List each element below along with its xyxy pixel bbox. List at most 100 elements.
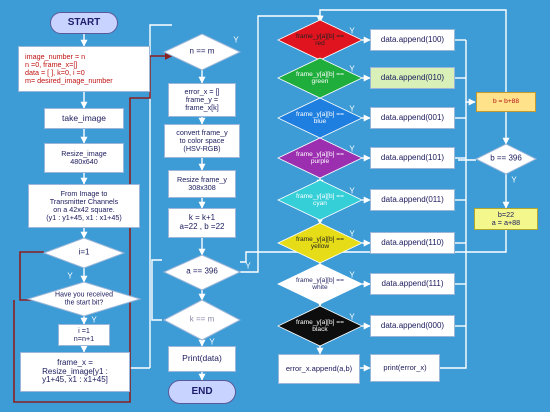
yes-label-color: Y xyxy=(349,229,355,239)
condition-color: red xyxy=(315,40,325,47)
convert-line-3: (HSV-RGB) xyxy=(183,144,221,154)
edge-feedback xyxy=(13,52,173,403)
condition-color: blue xyxy=(313,118,327,125)
append-block-black: data.append(000) xyxy=(370,315,455,337)
resize-line-2: 480x640 xyxy=(70,157,98,166)
append-block-white: data.append(111) xyxy=(370,273,455,295)
end-terminal: END xyxy=(168,380,236,404)
b-reset-line-1: b=22 xyxy=(497,209,515,219)
edge-loop-top xyxy=(316,9,507,92)
condition-expr: frame_y[a][b] == xyxy=(295,235,345,243)
diamond-color-cyan xyxy=(277,179,363,221)
diamond-color-yellow xyxy=(277,222,363,264)
print-data-block: Print(data) xyxy=(168,346,236,372)
a-eq-label: a == 396 xyxy=(186,266,218,276)
yes-label-color: Y xyxy=(349,64,355,74)
from-line-3: on a 42x42 square. xyxy=(53,205,115,214)
from-image-block: From Image to Transmitter Channels on a … xyxy=(28,184,140,228)
b-inc-block: b = b+88 xyxy=(476,92,536,112)
diamond-color-black xyxy=(277,305,363,347)
b-reset-block: b=22 a = a+88 xyxy=(474,208,538,230)
append-label: data.append(001) xyxy=(380,112,445,122)
yes-label-beq: Y xyxy=(511,175,517,185)
init-block: image_number = n n =0, frame_x=[] data =… xyxy=(18,46,150,92)
diamond-b-eq-396 xyxy=(474,143,538,175)
yes-label-color: Y xyxy=(349,144,355,154)
append-block-yellow: data.append(110) xyxy=(370,232,455,254)
error-line-1: error_x = [] xyxy=(184,86,220,96)
error-append-block: error_x.append(a,b) xyxy=(278,354,360,384)
yes-label-i: Y xyxy=(67,271,73,281)
print-error-block: print(error_x) xyxy=(370,354,440,382)
print-error-label: print(error_x) xyxy=(383,362,427,372)
yes-label-nm: Y xyxy=(233,35,239,45)
i-assign-line-1: i =1 xyxy=(78,325,90,335)
condition-expr: frame_y[a][b] == xyxy=(295,32,345,40)
resize2-block: Resize frame_y 308x308 xyxy=(168,170,236,198)
condition-expr: frame_y[a][b] == xyxy=(295,110,345,118)
from-line-4: (y1 : y1+45, x1 : x1+45) xyxy=(46,213,122,223)
start-terminal: START xyxy=(50,12,118,34)
append-block-red: data.append(100) xyxy=(370,29,455,51)
from-line-1: From Image to xyxy=(60,188,108,198)
condition-expr: frame_y[a][b] == xyxy=(295,318,345,326)
diamond-k-eq-m xyxy=(162,299,242,341)
color-condition-blue: frame_y[a][b] ==blue xyxy=(296,111,344,126)
edge-breset-aeq xyxy=(240,230,507,263)
diamond-color-white xyxy=(277,263,363,305)
yes-label-aeq: Y xyxy=(245,261,251,271)
init-line-1: image_number = n xyxy=(25,51,86,61)
k-inc-line-2: a=22 , b =22 xyxy=(179,222,225,231)
color-condition-green: frame_y[a][b] ==green xyxy=(296,71,344,86)
b-eq-label: b == 396 xyxy=(490,153,522,163)
error-append-label: error_x.append(a,b) xyxy=(285,363,353,373)
yes-label-color: Y xyxy=(349,270,355,280)
condition-color: purple xyxy=(310,158,330,165)
k-eq-m-label: k == m xyxy=(189,314,215,324)
diamond-color-purple xyxy=(277,137,363,179)
resize2-line-2: 308x308 xyxy=(188,183,216,192)
diamond-i-eq-1 xyxy=(42,237,126,269)
diamond-a-eq-396 xyxy=(162,254,242,291)
k-inc-block: k = k+1 a=22 , b =22 xyxy=(168,208,236,238)
color-condition-white: frame_y[a][b] ==white xyxy=(296,277,344,292)
convert-line-2: to color space xyxy=(179,135,225,145)
append-label: data.append(101) xyxy=(380,152,445,162)
start-label: START xyxy=(67,17,101,29)
color-condition-cyan: frame_y[a][b] ==cyan xyxy=(296,193,344,208)
condition-expr: frame_y[a][b] == xyxy=(295,276,345,284)
frame-x-block: frame_x = Resize_image[y1 : y1+45, x1 : … xyxy=(20,352,130,392)
from-line-2: Transmitter Channels xyxy=(49,196,119,206)
append-label: data.append(000) xyxy=(380,320,445,330)
edge-startbit-loop xyxy=(19,251,44,301)
resize-line-1: Resize_image xyxy=(61,148,107,158)
append-label: data.append(111) xyxy=(381,278,444,288)
append-block-blue: data.append(001) xyxy=(370,107,455,129)
condition-color: white xyxy=(312,284,328,291)
color-condition-black: frame_y[a][b] ==black xyxy=(296,319,344,334)
yes-label-color: Y xyxy=(349,186,355,196)
i-assign-block: i =1 n=n+1 xyxy=(58,324,110,346)
frame-x-line-3: y1+45, x1 : x1+45] xyxy=(42,375,108,385)
append-block-purple: data.append(101) xyxy=(370,147,455,169)
yes-label-color: Y xyxy=(349,104,355,114)
convert-block: convert frame_y to color space (HSV-RGB) xyxy=(164,124,240,158)
error-init-block: error_x = [] frame_y = frame_x[k] xyxy=(168,83,236,117)
start-bit-line-1: Have you received xyxy=(55,291,113,299)
condition-expr: frame_y[a][b] == xyxy=(295,150,345,158)
append-label: data.append(011) xyxy=(381,194,444,204)
init-line-4: m= desired_image_number xyxy=(25,76,113,86)
append-block-green: data.append(010) xyxy=(370,67,455,89)
yes-label-color: Y xyxy=(349,312,355,322)
append-block-cyan: data.append(011) xyxy=(370,189,455,211)
take-image-label: take_image xyxy=(62,112,106,123)
yes-label-startbit: Y xyxy=(91,315,97,325)
resize2-line-1: Resize frame_y xyxy=(177,174,227,184)
end-label: END xyxy=(191,386,213,398)
b-inc-label: b = b+88 xyxy=(492,98,520,106)
n-eq-m-label: n == m xyxy=(189,46,215,56)
error-line-3: frame_x[k] xyxy=(185,103,219,113)
print-data-label: Print(data) xyxy=(182,353,222,364)
frame-x-line-1: frame_x = xyxy=(57,357,93,367)
